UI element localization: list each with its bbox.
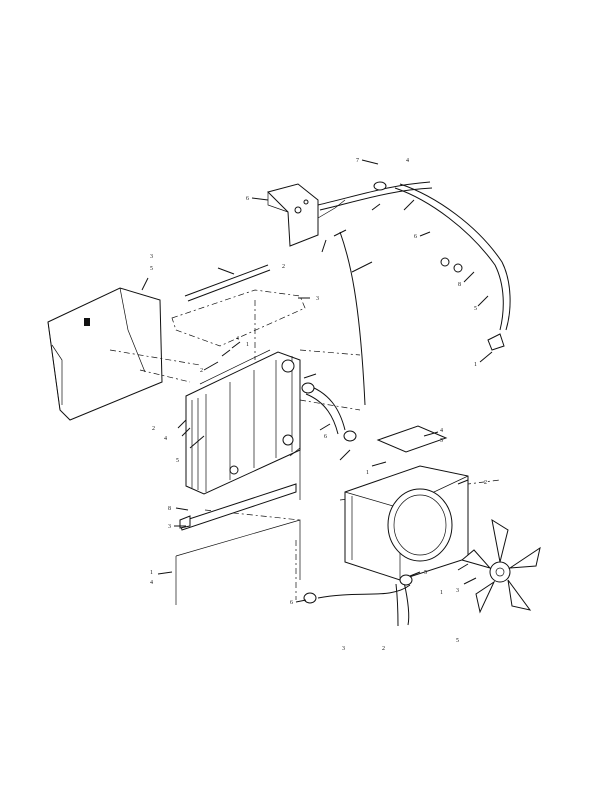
coolant-reservoir [267, 183, 346, 247]
callout: 2 [282, 264, 285, 270]
callout: 8 [168, 506, 171, 512]
tie-rod [184, 264, 271, 302]
callout: 2 [382, 646, 385, 652]
callout: 6 [246, 196, 249, 202]
callout: 6 [414, 234, 417, 240]
callout: 2 [484, 480, 487, 486]
callout: 2 [200, 368, 203, 374]
callout: 5 [456, 638, 459, 644]
callout: 4 [236, 336, 239, 342]
callout: 5 [176, 458, 179, 464]
callout: 3 [168, 524, 171, 530]
lower-side-panel [175, 447, 301, 605]
fan-shroud [344, 465, 469, 581]
callout: 4 [164, 436, 167, 442]
callout: 1 [366, 470, 369, 476]
callout: 3 [342, 646, 345, 652]
callout: 3 [316, 296, 319, 302]
fan-assembly [460, 518, 541, 614]
callout: 6 [324, 434, 327, 440]
lower-radiator-hose [303, 574, 413, 627]
callout: 3 [150, 254, 153, 260]
callout: 5 [424, 570, 427, 576]
callout: 1 [474, 362, 477, 368]
radiator-core [185, 349, 301, 495]
callout: 1 [440, 590, 443, 596]
callout: 1 [150, 570, 153, 576]
callout: 4 [440, 428, 443, 434]
callout: 4 [150, 580, 153, 586]
callout-labels: 7 4 6 3 5 2 3 4 1 2 6 8 5 1 2 4 5 6 4 5 … [150, 158, 487, 652]
overflow-hoses [317, 181, 511, 406]
lower-bracket [179, 483, 297, 531]
upper-radiator-hose [301, 382, 357, 442]
callout: 5 [474, 306, 477, 312]
leader-arrows [141, 159, 493, 603]
callout: 7 [356, 158, 359, 164]
callout: 5 [440, 438, 443, 444]
callout: 2 [152, 426, 155, 432]
callout: 1 [246, 342, 249, 348]
upper-baffle-panel [171, 289, 306, 347]
side-shroud-panel [47, 287, 163, 421]
callout: 8 [458, 282, 461, 288]
callout: 5 [150, 266, 153, 272]
shroud-cover-plate [376, 425, 448, 453]
callout: 6 [290, 600, 293, 606]
callout: 3 [456, 588, 459, 594]
callout: 4 [406, 158, 409, 164]
